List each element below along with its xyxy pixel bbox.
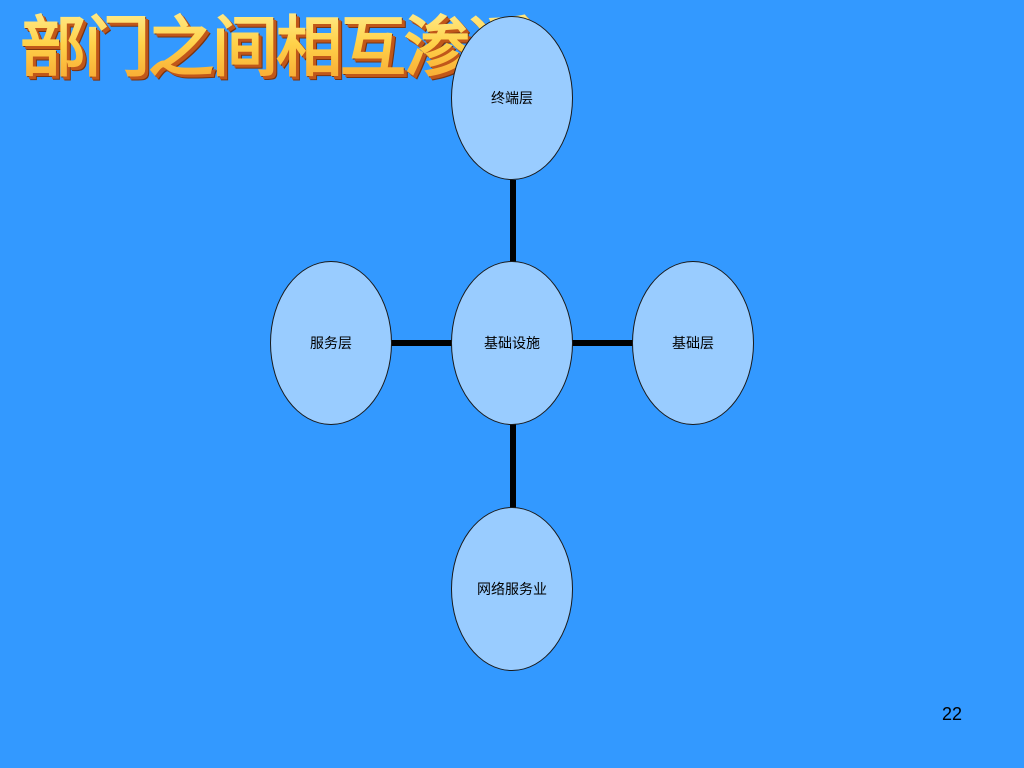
connector-bottom <box>510 424 516 508</box>
node-right-label: 基础层 <box>672 336 714 352</box>
node-right: 基础层 <box>632 261 754 425</box>
slide-title: 部门之间相互渗透 <box>20 0 534 96</box>
page-number: 22 <box>941 704 962 724</box>
node-bottom: 网络服务业 <box>451 507 573 671</box>
node-left-label: 服务层 <box>310 336 352 352</box>
node-center: 基础设施 <box>451 261 573 425</box>
node-top: 终端层 <box>451 16 573 180</box>
node-top-label: 终端层 <box>491 91 533 107</box>
node-left: 服务层 <box>270 261 392 425</box>
node-bottom-label: 网络服务业 <box>477 582 547 598</box>
connector-right <box>571 340 635 346</box>
connector-top <box>510 180 516 262</box>
node-center-label: 基础设施 <box>484 336 540 352</box>
connector-left <box>391 340 453 346</box>
